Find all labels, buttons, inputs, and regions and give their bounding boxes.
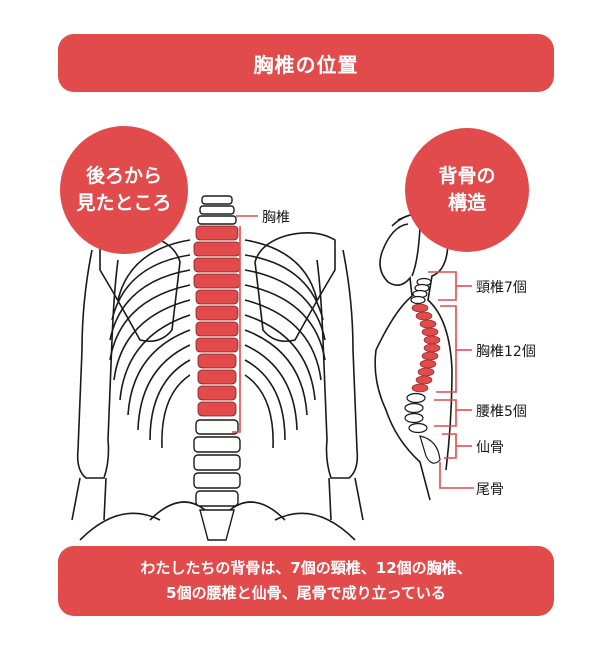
back-spine (194, 196, 258, 540)
label-thoracic-back: 胸椎 (262, 207, 290, 227)
page-title: 胸椎の位置 (254, 49, 359, 78)
caption-line2: 5個の腰椎と仙骨、尾骨で成り立っている (166, 581, 446, 606)
structure-view-badge: 背骨の 構造 (405, 128, 529, 252)
back-view-line2: 見たところ (76, 190, 171, 217)
back-view-line1: 後ろから (86, 163, 162, 190)
label-coccyx: 尾骨 (476, 479, 504, 499)
label-thoracic: 胸椎12個 (476, 341, 536, 361)
structure-line2: 構造 (448, 190, 486, 217)
structure-line1: 背骨の (438, 163, 495, 190)
back-view-badge: 後ろから 見たところ (60, 126, 188, 254)
title-banner: 胸椎の位置 (58, 34, 554, 92)
label-sacrum: 仙骨 (476, 437, 504, 457)
caption-line1: わたしたちの背骨は、7個の頸椎、12個の胸椎、 (140, 556, 471, 581)
side-profile (375, 213, 474, 500)
label-cervical: 頸椎7個 (476, 277, 527, 297)
caption-banner: わたしたちの背骨は、7個の頸椎、12個の胸椎、 5個の腰椎と仙骨、尾骨で成り立っ… (58, 546, 554, 616)
label-lumbar: 腰椎5個 (476, 401, 527, 421)
